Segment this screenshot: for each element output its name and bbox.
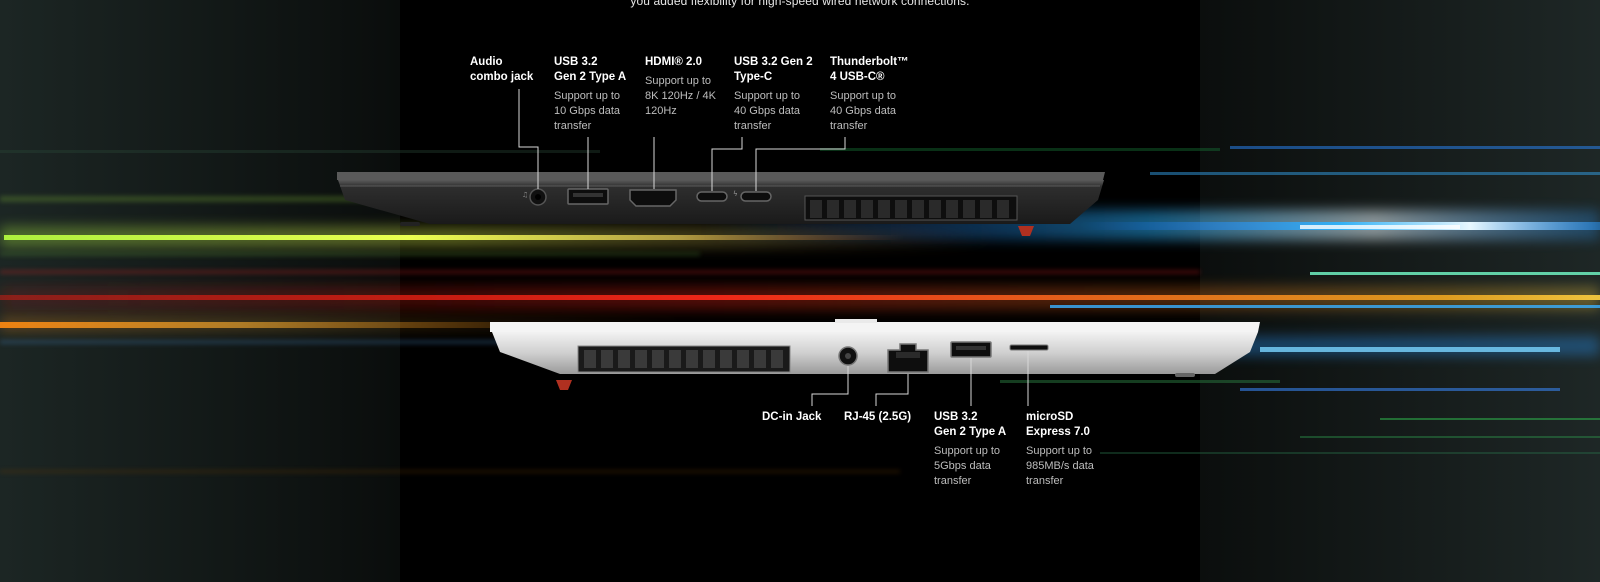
usb-a-port-icon: [567, 188, 609, 205]
port-title: USB 3.2 Gen 2 Type A: [554, 56, 627, 83]
port-description: Support up to 40 Gbps data transfer: [734, 90, 801, 132]
port-description: Support up to 5Gbps data transfer: [934, 445, 1001, 487]
dc-in-jack-icon: [838, 346, 858, 366]
port-title: USB 3.2 Gen 2 Type-C: [734, 56, 813, 83]
port-label-usb-a-gen2: USB 3.2 Gen 2 Type A Support up to 10 Gb…: [554, 55, 626, 134]
thunderbolt-port-icon: ϟ: [733, 190, 772, 202]
laptop-left-side: ♫ ϟ: [337, 172, 1105, 236]
port-title: USB 3.2 Gen 2 Type A: [934, 411, 1007, 438]
hdmi-port-icon: [629, 189, 677, 207]
port-description: Support up to 10 Gbps data transfer: [554, 90, 621, 132]
svg-text:♫: ♫: [522, 191, 528, 199]
microsd-slot-icon: [1009, 344, 1049, 351]
port-description: Support up to 40 Gbps data transfer: [830, 90, 897, 132]
port-label-microsd-express: microSD Express 7.0 Support up to 985MB/…: [1026, 410, 1094, 489]
port-label-hdmi: HDMI® 2.0 Support up to 8K 120Hz / 4K 12…: [645, 55, 716, 119]
port-label-audio-combo-jack: Audio combo jack: [470, 55, 533, 85]
port-description: Support up to 985MB/s data transfer: [1026, 445, 1094, 487]
intro-caption: you added flexibility for high-speed wir…: [630, 0, 970, 8]
laptop-right-side: [490, 319, 1260, 390]
port-title: RJ-45 (2.5G): [844, 411, 912, 423]
port-label-usb-c-gen2: USB 3.2 Gen 2 Type-C Support up to 40 Gb…: [734, 55, 813, 134]
port-description: Support up to 8K 120Hz / 4K 120Hz: [645, 75, 716, 117]
port-title: HDMI® 2.0: [645, 56, 703, 68]
port-title: Thunderbolt™ 4 USB-C®: [830, 56, 909, 83]
svg-text:ϟ: ϟ: [733, 190, 738, 198]
usb-a-port-icon: [950, 341, 992, 358]
usb-c-port-icon: [696, 191, 728, 202]
cooling-vent: [804, 195, 1018, 221]
port-title: microSD Express 7.0: [1026, 411, 1090, 438]
rj45-port-icon: [887, 343, 929, 373]
port-label-rj45: RJ-45 (2.5G): [844, 410, 911, 425]
cooling-vent: [577, 345, 791, 373]
port-label-usb-a-5gbps: USB 3.2 Gen 2 Type A Support up to 5Gbps…: [934, 410, 1006, 489]
port-label-thunderbolt-4: Thunderbolt™ 4 USB-C® Support up to 40 G…: [830, 55, 909, 134]
port-label-dc-in-jack: DC-in Jack: [762, 410, 821, 425]
callout-lines: [518, 89, 1029, 406]
port-title: DC-in Jack: [762, 411, 822, 423]
port-title: Audio combo jack: [470, 56, 534, 83]
